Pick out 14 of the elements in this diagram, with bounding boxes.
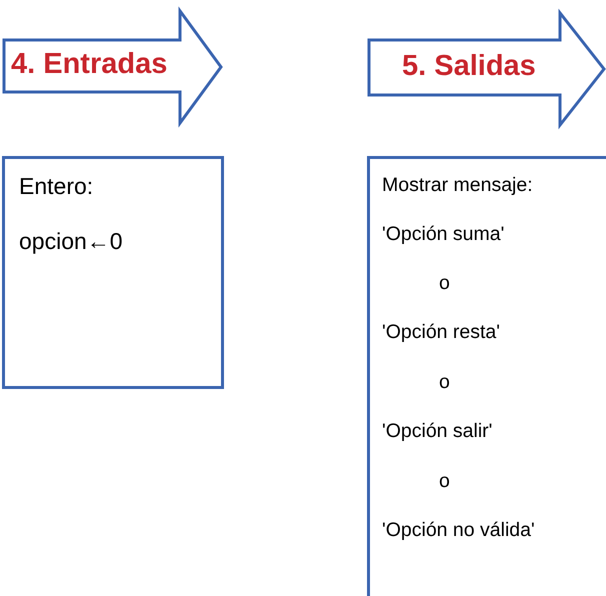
box-text: Entero: <box>19 173 94 200</box>
box-text: o <box>439 272 450 295</box>
box-text: o <box>439 470 450 493</box>
box-text: opcion←0 <box>19 228 123 255</box>
box-text: 'Opción salir' <box>382 420 492 443</box>
box-text: 'Opción no válida' <box>382 519 535 542</box>
box-text: 'Opción resta' <box>382 321 500 344</box>
box-text: 'Opción suma' <box>382 223 504 246</box>
section-heading: 5. Salidas <box>402 50 536 83</box>
box-text: Mostrar mensaje: <box>382 174 533 197</box>
section-heading: 4. Entradas <box>11 48 168 81</box>
text-box <box>367 156 606 596</box>
box-text: o <box>439 371 450 394</box>
text-box <box>2 156 224 389</box>
